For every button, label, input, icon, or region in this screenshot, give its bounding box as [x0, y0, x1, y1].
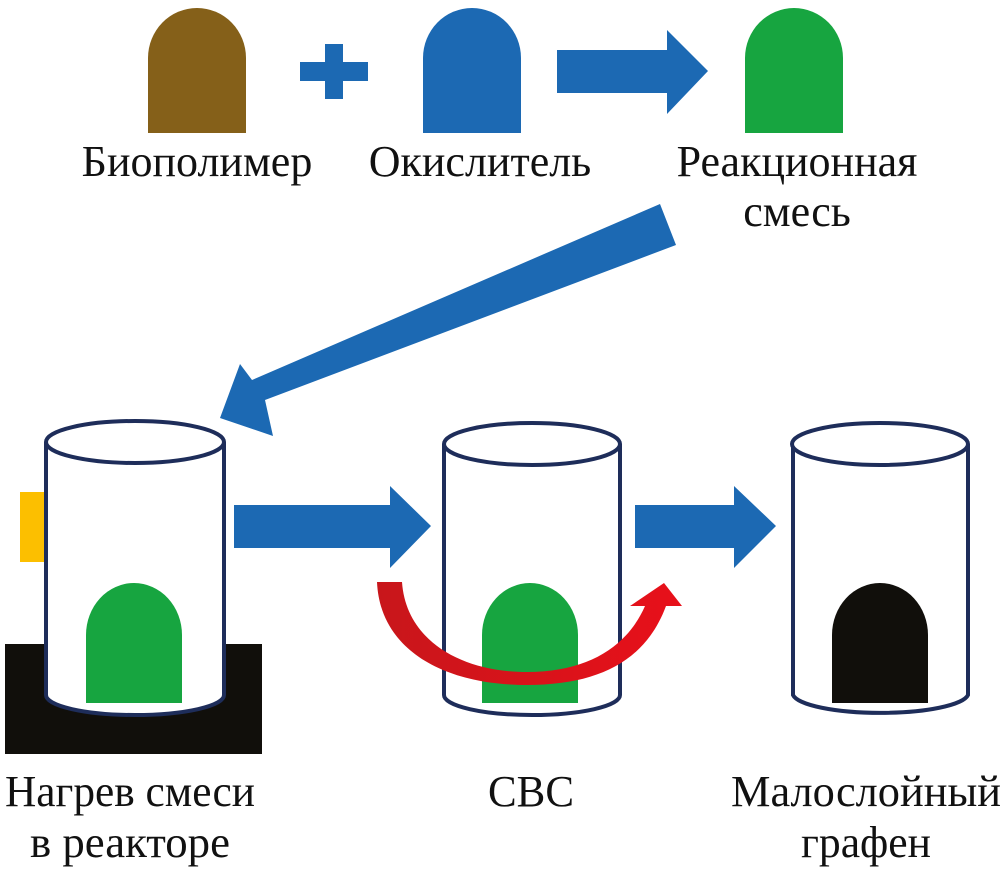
shs-label: СВС [488, 767, 574, 816]
combustion-wave-arrow [377, 582, 682, 685]
heating-label-line1: Нагрев смеси [5, 767, 255, 816]
biopolymer-shape [148, 8, 246, 133]
arrow-to-shs [234, 486, 431, 568]
product-label-line2: графен [801, 818, 931, 867]
shs-mixture-shape [482, 583, 578, 703]
oxidizer-label: Окислитель [369, 137, 592, 186]
mixture-label-line1: Реакционная [677, 137, 918, 186]
mixture-shape [745, 8, 843, 133]
oxidizer-shape [423, 8, 521, 133]
product-label-line1: Малослойный [731, 767, 1001, 816]
mixture-label-line2: смесь [743, 187, 851, 236]
graphene-shape [832, 583, 928, 703]
heater-tab [20, 492, 46, 562]
arrow-to-mixture [557, 30, 708, 114]
arrow-to-product [635, 486, 776, 568]
biopolymer-label: Биополимер [82, 137, 313, 186]
arrow-to-reactor [220, 204, 676, 436]
reactor-mixture-shape [86, 583, 182, 703]
plus-icon [300, 44, 368, 99]
heating-label-line2: в реакторе [30, 818, 230, 867]
